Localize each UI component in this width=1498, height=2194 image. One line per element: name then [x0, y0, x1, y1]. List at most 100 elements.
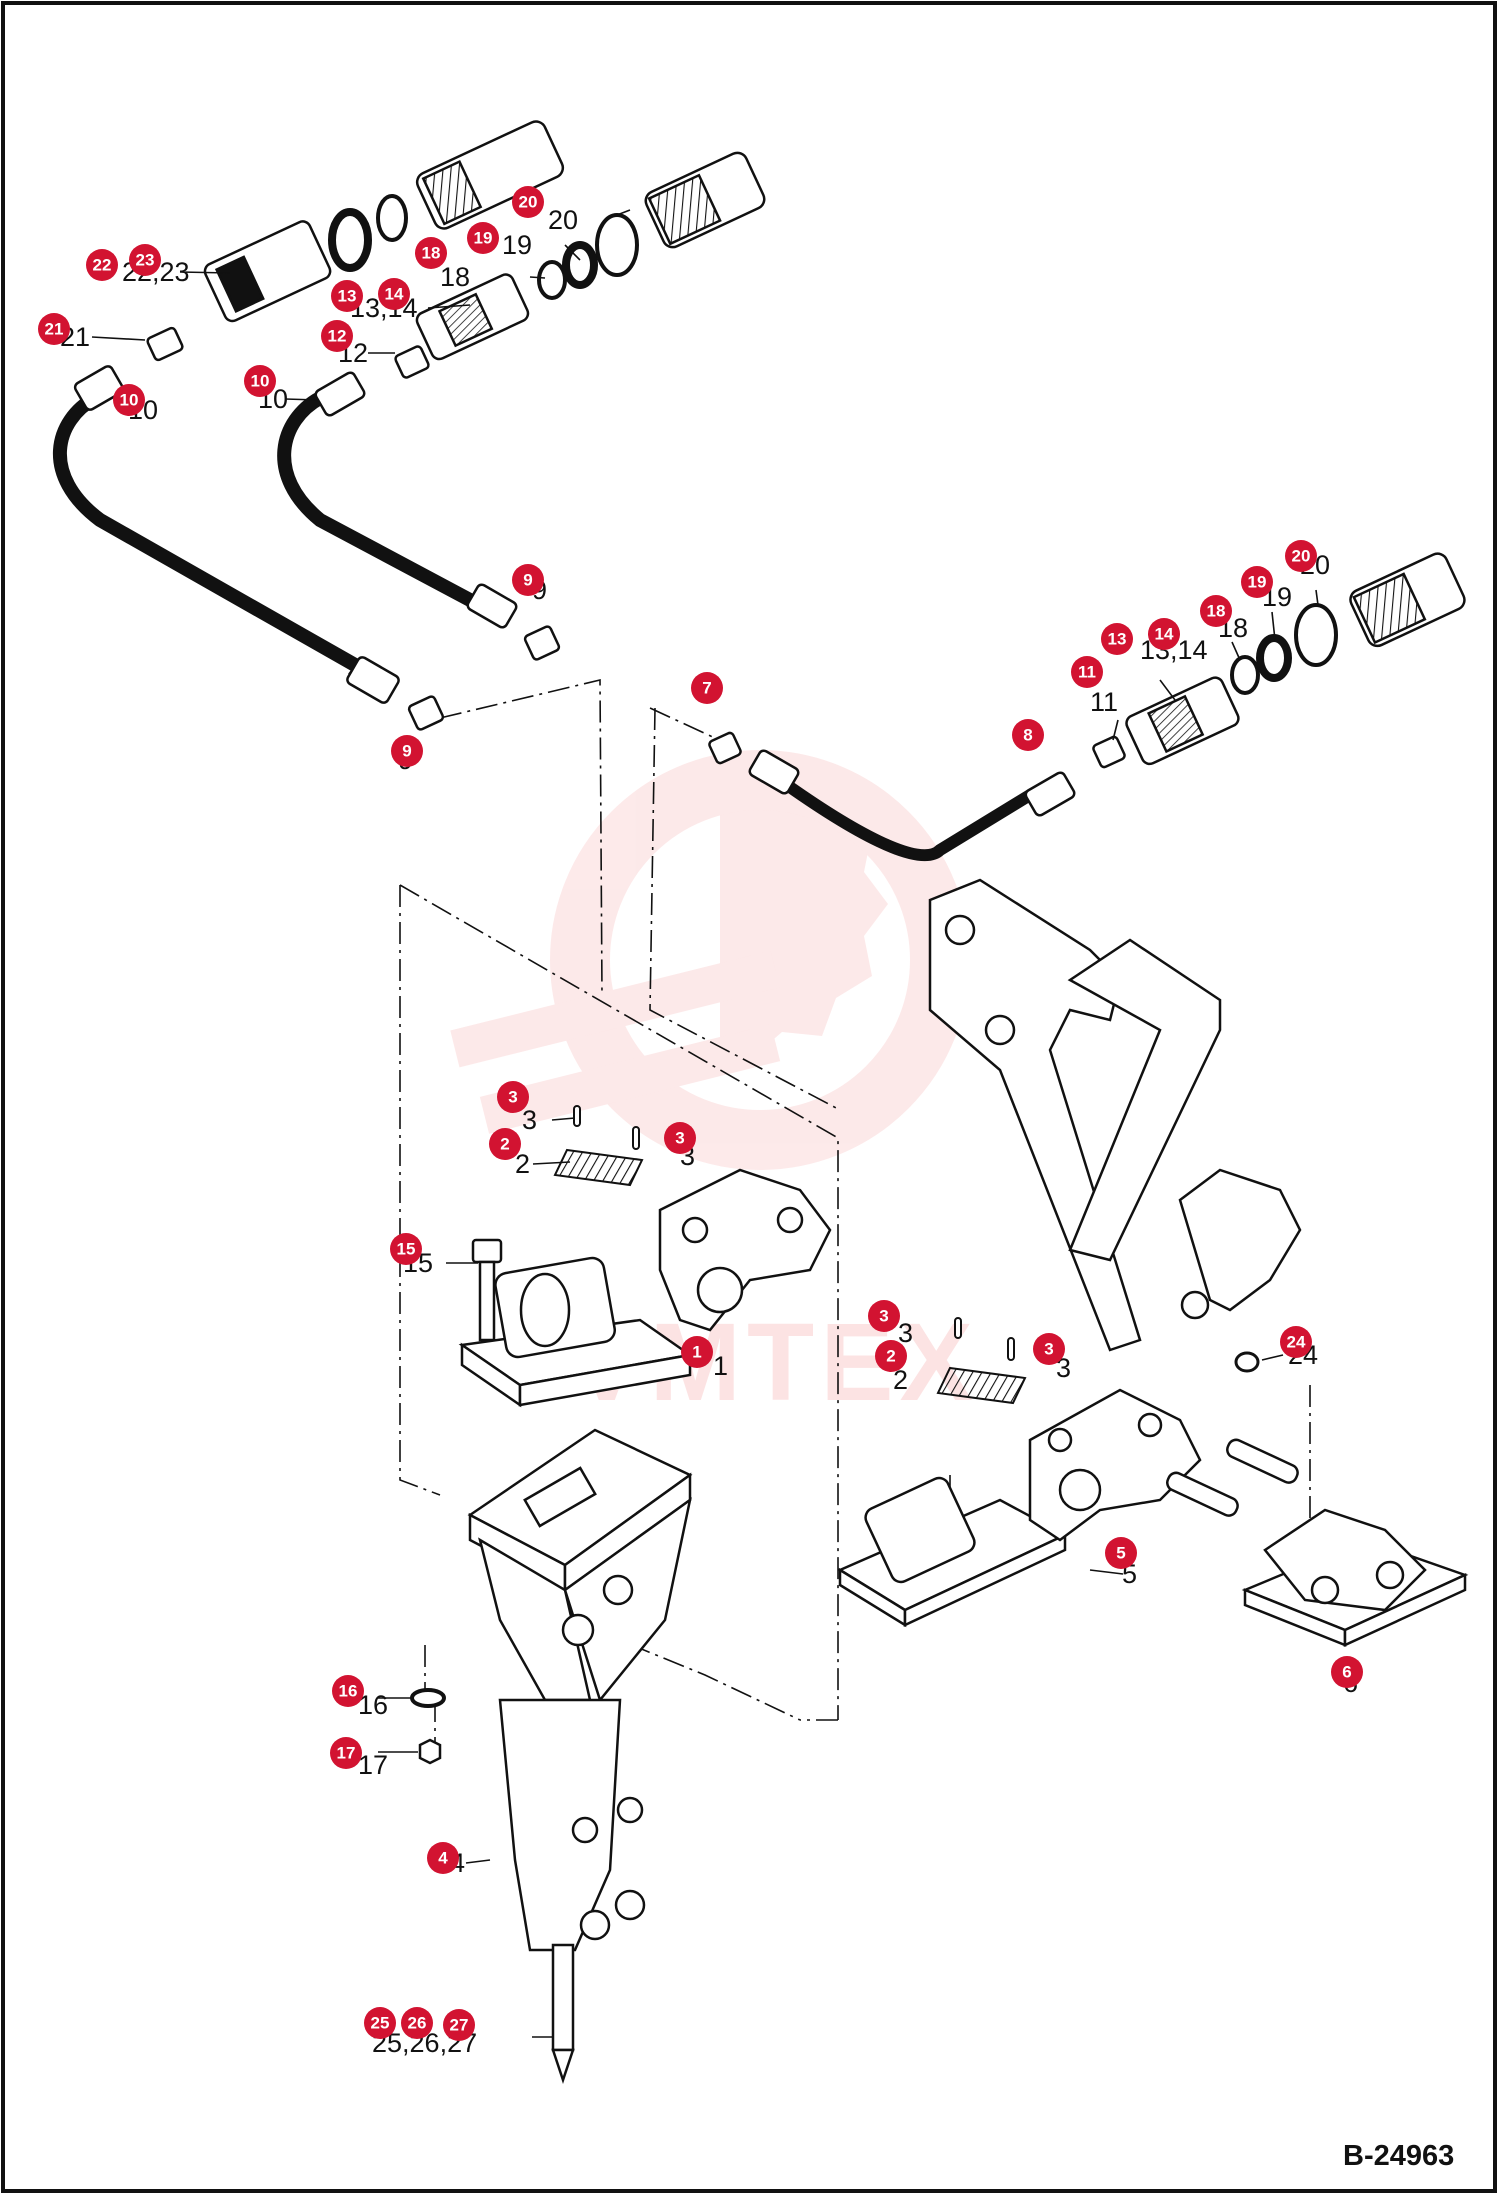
- badge-17: 17: [330, 1737, 362, 1769]
- washer-16: [410, 1688, 446, 1708]
- svg-text:10: 10: [120, 391, 139, 410]
- badge-19-a: 19: [467, 222, 499, 254]
- coupler-body-top-right: [644, 151, 766, 249]
- wear-plate-left: [553, 1148, 644, 1187]
- svg-text:26: 26: [408, 2014, 427, 2033]
- badge-7: 7: [691, 672, 723, 704]
- badge-1: 1: [681, 1336, 713, 1368]
- badge-12: 12: [321, 320, 353, 352]
- watermark-gear-logo: [450, 750, 970, 1170]
- svg-text:4: 4: [438, 1849, 448, 1868]
- svg-text:3: 3: [1044, 1340, 1053, 1359]
- badge-19-b: 19: [1241, 566, 1273, 598]
- svg-text:19: 19: [474, 229, 493, 248]
- svg-text:20: 20: [519, 193, 538, 212]
- adapter-fittings: [146, 326, 1126, 769]
- svg-text:2: 2: [500, 1135, 509, 1154]
- hose-left-b: [277, 371, 518, 629]
- svg-text:23: 23: [136, 251, 155, 270]
- badge-10-b: 10: [244, 365, 276, 397]
- hose-left-a: [53, 365, 400, 704]
- svg-text:3: 3: [879, 1307, 888, 1326]
- badge-13-a: 13: [331, 280, 363, 312]
- callout-17: 17: [358, 1750, 388, 1780]
- svg-text:16: 16: [339, 1682, 358, 1701]
- svg-text:6: 6: [1342, 1663, 1351, 1682]
- callout-19-top: 19: [502, 230, 532, 260]
- badge-9-b: 9: [391, 735, 423, 767]
- callout-2-b: 2: [893, 1365, 908, 1395]
- badge-24: 24: [1280, 1326, 1312, 1358]
- mounting-plate-5: [837, 1476, 1068, 1628]
- badge-13-b: 13: [1101, 623, 1133, 655]
- loader-arm: [928, 878, 1302, 1352]
- svg-text:1: 1: [692, 1343, 701, 1362]
- badge-2-a: 2: [489, 1128, 521, 1160]
- svg-text:11: 11: [1078, 663, 1096, 682]
- badge-2-b: 2: [875, 1340, 907, 1372]
- callout-20-top: 20: [548, 205, 578, 235]
- svg-text:8: 8: [1023, 726, 1032, 745]
- badge-4: 4: [427, 1842, 459, 1874]
- callout-11: 11: [1090, 687, 1118, 717]
- badge-3-b: 3: [664, 1122, 696, 1154]
- female-coupler-left: [203, 220, 332, 323]
- svg-text:24: 24: [1287, 1333, 1306, 1352]
- seal-rings: [328, 194, 1338, 695]
- svg-text:12: 12: [328, 327, 347, 346]
- svg-text:27: 27: [450, 2016, 469, 2035]
- svg-text:20: 20: [1292, 547, 1311, 566]
- bolt-15: [471, 1238, 503, 1342]
- svg-text:19: 19: [1248, 573, 1267, 592]
- drawing-number: B-24963: [1343, 2140, 1454, 2172]
- breaker-body-4: [467, 1428, 693, 2084]
- svg-text:25: 25: [371, 2014, 390, 2033]
- badge-20-b: 20: [1285, 540, 1317, 572]
- callout-3-c: 3: [898, 1318, 913, 1348]
- badge-10-a: 10: [113, 384, 145, 416]
- male-coupler-right: [1125, 676, 1240, 766]
- svg-text:14: 14: [1155, 625, 1174, 644]
- cotter-pins: [573, 1105, 1015, 1361]
- badge-26: 26: [401, 2007, 433, 2039]
- pin-pair: [1166, 1438, 1299, 1517]
- svg-text:9: 9: [523, 571, 532, 590]
- badge-21: 21: [38, 313, 70, 345]
- badge-8: 8: [1012, 719, 1044, 751]
- hose-right: [748, 749, 1076, 862]
- badge-3-a: 3: [497, 1081, 529, 1113]
- svg-text:17: 17: [337, 1744, 356, 1763]
- coupler-body-top: [415, 120, 565, 230]
- badge-20-a: 20: [512, 186, 544, 218]
- reference-badges: 22 23 21 10 20 18 19 13 14 12 10 9 9 7 8…: [38, 186, 1363, 2041]
- svg-text:15: 15: [397, 1240, 416, 1259]
- mounting-bracket-1: [458, 1256, 694, 1408]
- badge-23: 23: [129, 244, 161, 276]
- callout-1: 1: [713, 1351, 728, 1381]
- badge-14-a: 14: [378, 278, 410, 310]
- svg-text:10: 10: [251, 372, 270, 391]
- badge-9-a: 9: [512, 564, 544, 596]
- svg-text:22: 22: [93, 256, 112, 275]
- coupler-link-1: [658, 1168, 832, 1332]
- badge-16: 16: [332, 1675, 364, 1707]
- badge-3-d: 3: [1033, 1333, 1065, 1365]
- washer-24: [1234, 1351, 1260, 1373]
- coupler-body-right: [1349, 552, 1466, 648]
- svg-text:9: 9: [402, 742, 411, 761]
- badge-18-a: 18: [415, 237, 447, 269]
- svg-text:13: 13: [1108, 630, 1127, 649]
- svg-text:21: 21: [45, 320, 64, 339]
- mounting-plate-6: [1241, 1508, 1469, 1647]
- badge-25: 25: [364, 2007, 396, 2039]
- badge-22: 22: [86, 249, 118, 281]
- callout-18-top: 18: [440, 262, 470, 292]
- svg-text:18: 18: [1207, 602, 1226, 621]
- badge-15: 15: [390, 1233, 422, 1265]
- male-coupler-left: [415, 273, 530, 361]
- svg-text:7: 7: [702, 679, 711, 698]
- wear-plate-right: [936, 1366, 1027, 1405]
- svg-text:5: 5: [1116, 1544, 1125, 1563]
